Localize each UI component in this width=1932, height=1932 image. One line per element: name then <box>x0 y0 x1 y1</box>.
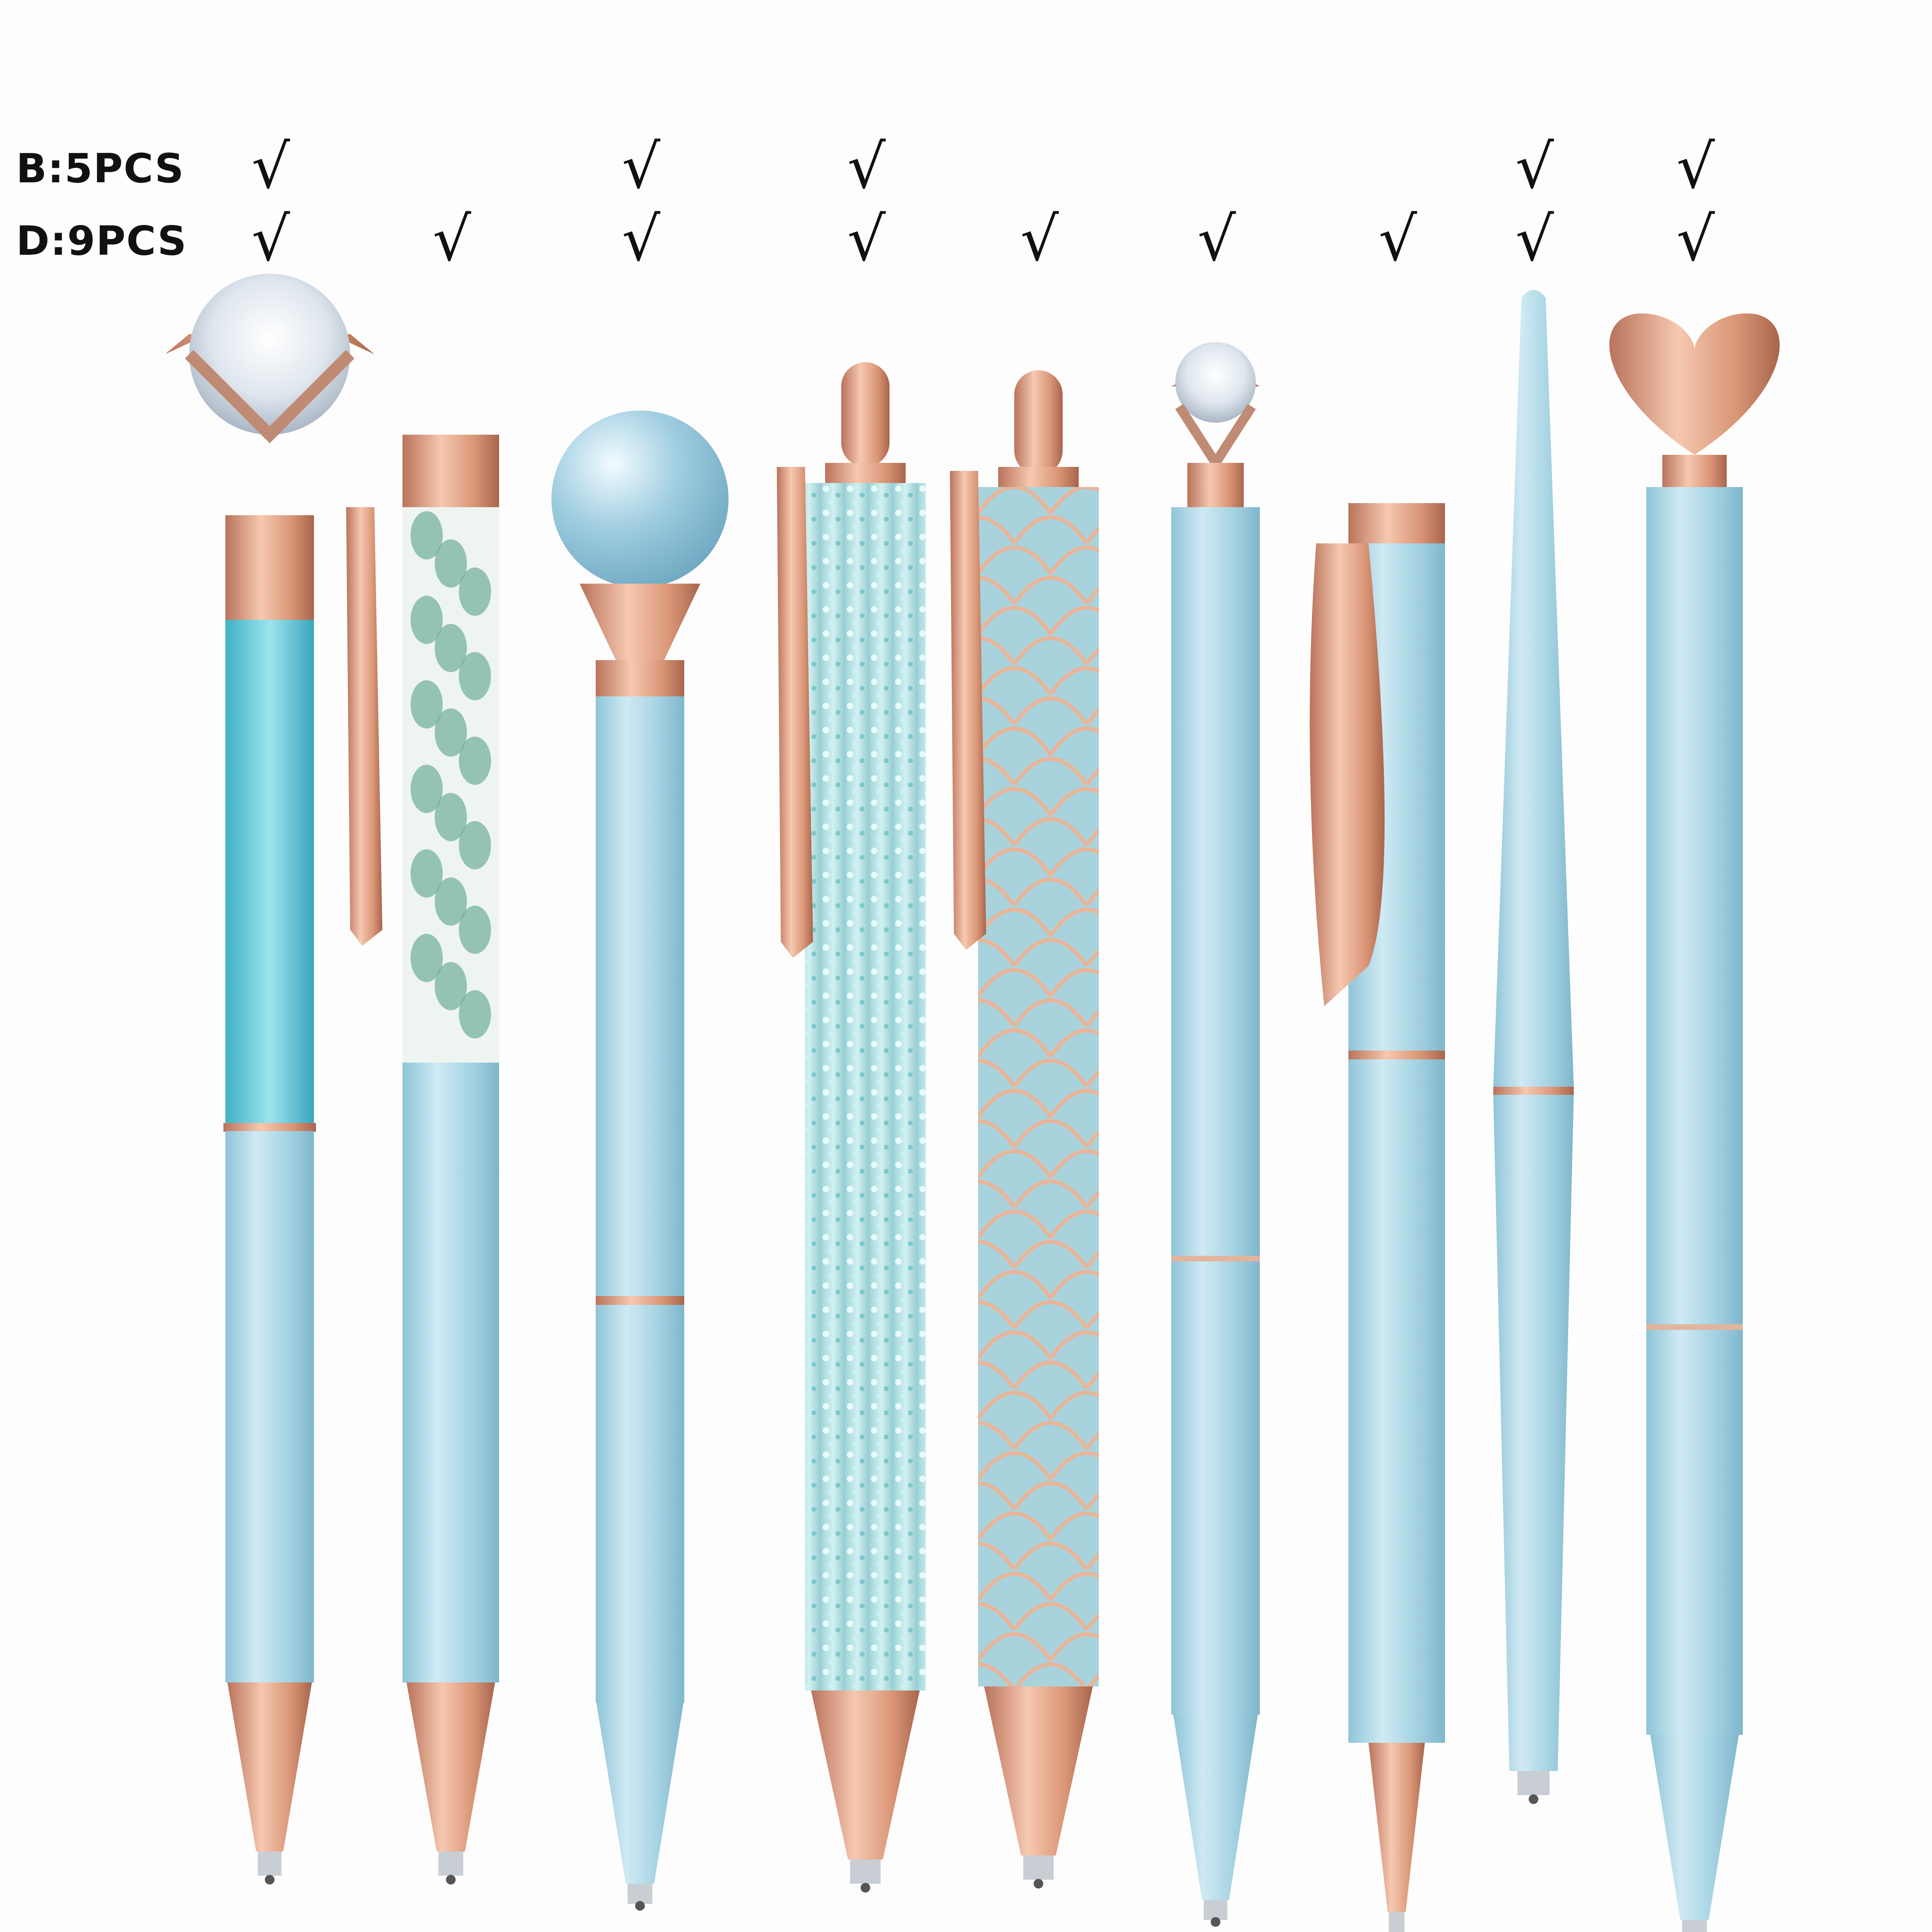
check-mark: √ <box>1197 204 1236 275</box>
pearl-top-pen <box>551 411 729 1911</box>
check-mark: √ <box>1515 204 1554 275</box>
check-mark: √ <box>433 204 471 275</box>
check-mark: √ <box>252 132 290 202</box>
heart-top-pen <box>1609 313 1780 1932</box>
mermaid-scale-pen <box>950 370 1099 1889</box>
check-mark: √ <box>1515 132 1554 202</box>
check-mark: √ <box>1676 204 1715 275</box>
check-mark: √ <box>1676 132 1715 202</box>
row-label-d: D:9PCS <box>16 217 188 264</box>
clip-pen <box>1310 503 1445 1932</box>
check-mark: √ <box>847 204 886 275</box>
check-mark: √ <box>847 132 886 202</box>
check-mark: √ <box>622 204 661 275</box>
check-mark: √ <box>1020 204 1059 275</box>
small-diamond-pen <box>1171 342 1260 1927</box>
row-label-b: B:5PCS <box>16 145 185 192</box>
slim-pen <box>1493 290 1574 1804</box>
floral-pen <box>346 435 499 1885</box>
diamond-crystal-pen <box>165 274 374 1885</box>
check-mark: √ <box>1379 204 1417 275</box>
check-mark: √ <box>252 204 290 275</box>
check-mark: √ <box>622 132 661 202</box>
glitter-pen <box>777 362 926 1893</box>
